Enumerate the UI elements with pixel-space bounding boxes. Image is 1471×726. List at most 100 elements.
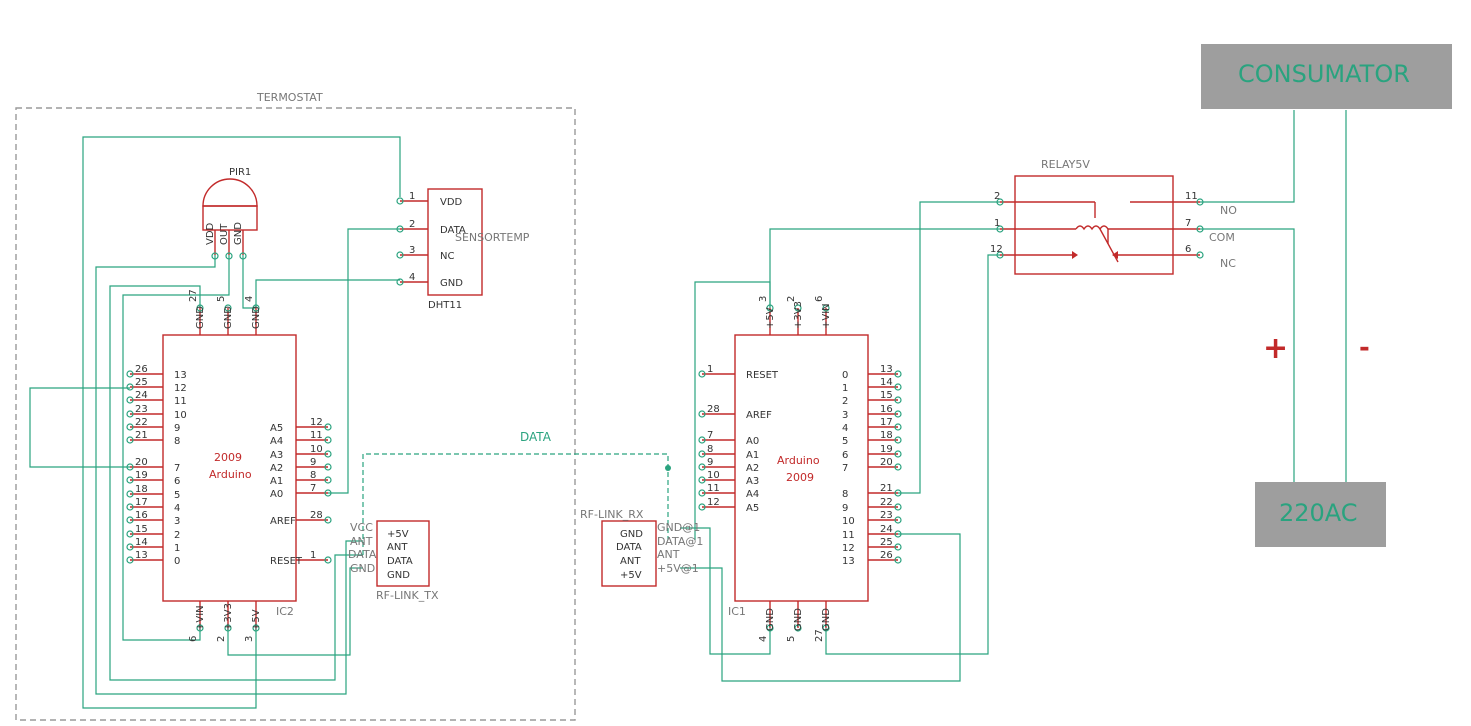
svg-text:ANT: ANT (657, 548, 680, 561)
ic1-right-pin-7-label: 7 (842, 463, 848, 474)
ic2-right-pin-3-end (324, 463, 332, 471)
svg-text:3: 3 (409, 245, 415, 256)
ic2-right-pin-0-label: A5 (270, 423, 283, 434)
svg-text:+5V: +5V (387, 529, 409, 540)
ic2-right-pin-1-number: 11 (310, 430, 323, 441)
ic1-left-pin-7-number: 12 (707, 497, 720, 508)
ic2-left-pin-2-end (126, 396, 134, 404)
ic2-top-pin-1-label: GND (223, 306, 234, 329)
pir-pin-vdd: VDD (205, 222, 216, 245)
ic2-left-pin-4-end (126, 423, 134, 431)
ic2-left-pin-9-end (126, 503, 134, 511)
ic1-name: IC1 (728, 605, 746, 618)
ic1-right-pin-3-number: 16 (880, 404, 893, 415)
ic2-left-pin-6-label: 7 (174, 463, 180, 474)
ic2-right-pin-5-label: A0 (270, 489, 283, 500)
ic2-left-pin-12-label: 1 (174, 543, 180, 554)
ic2-left-pin-5-number: 21 (135, 430, 148, 441)
ic1-bottom-pin-0-label: GND (765, 608, 776, 631)
ic1-right-pin-9-end (894, 503, 902, 511)
ic1-right-pin-13-end (894, 556, 902, 564)
ic2-bottom-pin-0-label: +VIN (195, 605, 206, 631)
consumator-label: CONSUMATOR (1238, 60, 1410, 88)
data-net-label: DATA (520, 430, 552, 444)
ic1-right-pin-1-end (894, 383, 902, 391)
ic2-subtitle: Arduino (209, 468, 252, 481)
supply-box (1255, 482, 1386, 547)
ic1-left-pin-7-label: A5 (746, 503, 759, 514)
wires-left (29, 136, 401, 709)
ic2-left-pin-10-number: 16 (135, 510, 148, 521)
svg-text:GND@1: GND@1 (657, 521, 700, 534)
ic2-right-pin-5-end (324, 489, 332, 497)
ic1-right-pin-10-number: 23 (880, 510, 893, 521)
ic2-right-pin-0-end (324, 423, 332, 431)
ic2-left-pin-11-end (126, 530, 134, 538)
ic1-right-pin-4-number: 17 (880, 417, 893, 428)
ic1-bottom-pin-1-number: 5 (786, 636, 797, 642)
ic2-right-pin-0-number: 12 (310, 417, 323, 428)
svg-text:DATA@1: DATA@1 (657, 535, 703, 548)
ic2-right-pin-1-label: A4 (270, 436, 283, 447)
ic2-top-pin-2-end (252, 304, 260, 312)
ic1-right-pin-10-end (894, 516, 902, 524)
rf-link-rx: GND DATA ANT +5V GND@1 DATA@1 ANT +5V@1 … (580, 508, 703, 587)
ic1-right-pin-8-label: 8 (842, 489, 848, 500)
svg-text:4: 4 (409, 272, 415, 283)
ic2-left-pin-11-label: 2 (174, 530, 180, 541)
ic1-top-pin-2-label: +VIN (821, 303, 832, 329)
ic1-right-pin-4-label: 4 (842, 423, 848, 434)
ic1-right-pin-4-end (894, 423, 902, 431)
consumator-box (1201, 44, 1452, 109)
ic2-right-pin-5-number: 7 (310, 483, 316, 494)
ic2-left-pin-3-label: 10 (174, 410, 187, 421)
ic2-left-pin-12-end (126, 543, 134, 551)
svg-text:COM: COM (1209, 231, 1235, 244)
ic1-right-pin-13-label: 13 (842, 556, 855, 567)
ic2-left-pin-10-label: 3 (174, 516, 180, 527)
ic2-title: 2009 (214, 451, 242, 464)
ic2-bottom-pin-2-label: +5V (251, 609, 262, 631)
ic1-bottom-pin-2-number: 27 (814, 629, 825, 642)
ic1-bottom-pin-0-end (766, 624, 774, 632)
svg-text:NC: NC (1220, 257, 1236, 270)
rf-tx-name: RF-LINK_TX (376, 589, 439, 602)
ic1-bottom-pin-1-label: GND (793, 608, 804, 631)
ic1-left-pin-7-end (698, 503, 706, 511)
ic1-top-pin-2-end (822, 304, 830, 312)
ic1-left-pin-1-number: 28 (707, 404, 720, 415)
ic1-left-pin-4-label: A2 (746, 463, 759, 474)
ic2-left-pin-9-number: 17 (135, 497, 148, 508)
ic1-right-pin-9-number: 22 (880, 497, 893, 508)
ic1-right-pin-10-label: 10 (842, 516, 855, 527)
ic2-right-pin-2-number: 10 (310, 444, 323, 455)
ic1-right-pin-6-label: 6 (842, 450, 848, 461)
ic2-bottom-pin-1-end (224, 624, 232, 632)
ic2-right-pin-3-number: 9 (310, 457, 316, 468)
ic1-top-pin-0-end (766, 304, 774, 312)
ic2-left-pin-7-number: 19 (135, 470, 148, 481)
ic2-right-pin-7-label: RESET (270, 556, 303, 567)
ic2-left-pin-1-label: 12 (174, 383, 187, 394)
ic1-left-pin-5-end (698, 476, 706, 484)
svg-text:VCC: VCC (350, 521, 373, 534)
ic1-left-pin-1-label: AREF (746, 410, 772, 421)
ic1-top-pin-0-number: 3 (758, 296, 769, 302)
wires-right (680, 110, 1347, 682)
ic2-left-pin-2-number: 24 (135, 390, 148, 401)
svg-text:GND: GND (440, 278, 463, 289)
ic1-right-pin-2-number: 15 (880, 390, 893, 401)
ic2-left-pin-6-number: 20 (135, 457, 148, 468)
ic2-left-pin-2-label: 11 (174, 396, 187, 407)
ic2-right-pin-4-end (324, 476, 332, 484)
supply-label: 220AC (1279, 499, 1358, 527)
ic2-top-pin-1-end (224, 304, 232, 312)
ic1-subtitle: 2009 (786, 471, 814, 484)
ic2-left-pin-13-number: 13 (135, 550, 148, 561)
ic1-left-pin-4-end (698, 463, 706, 471)
ic1-left-pin-3-end (698, 450, 706, 458)
svg-text:1: 1 (994, 218, 1000, 229)
ic1-left-pin-5-label: A3 (746, 476, 759, 487)
ic2-left-pin-1-number: 25 (135, 377, 148, 388)
